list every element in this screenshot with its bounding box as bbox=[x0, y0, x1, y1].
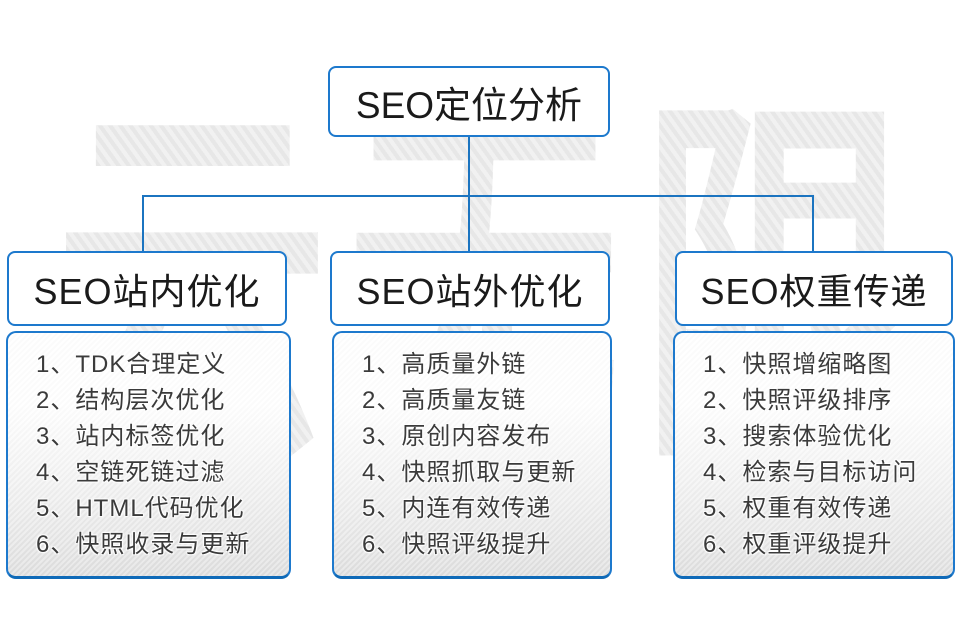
list-item: 1、TDK合理定义 bbox=[36, 351, 227, 378]
list-item: 5、内连有效传递 bbox=[362, 495, 552, 522]
list-item: 2、高质量友链 bbox=[362, 387, 527, 414]
connector-horizontal bbox=[142, 195, 814, 197]
list-item: 6、快照评级提升 bbox=[362, 531, 552, 558]
offsite-item-list: 1、高质量外链 2、高质量友链 3、原创内容发布 4、快照抓取与更新 5、内连有… bbox=[334, 333, 610, 563]
list-panel-onsite: 1、TDK合理定义 2、结构层次优化 3、站内标签优化 4、空链死链过滤 5、H… bbox=[6, 331, 291, 579]
column-header-offsite-label: SEO站外优化 bbox=[356, 270, 584, 312]
onsite-item-list: 1、TDK合理定义 2、结构层次优化 3、站内标签优化 4、空链死链过滤 5、H… bbox=[8, 333, 289, 563]
list-item: 6、快照收录与更新 bbox=[36, 531, 251, 558]
list-item: 1、快照增缩略图 bbox=[703, 351, 893, 378]
column-header-onsite-label: SEO站内优化 bbox=[33, 270, 261, 312]
list-item: 4、检索与目标访问 bbox=[703, 459, 918, 486]
list-panel-offsite: 1、高质量外链 2、高质量友链 3、原创内容发布 4、快照抓取与更新 5、内连有… bbox=[332, 331, 612, 579]
column-header-onsite: SEO站内优化 bbox=[7, 251, 287, 326]
connector-right-drop bbox=[812, 196, 814, 252]
node-seo-positioning: SEO定位分析 bbox=[328, 66, 610, 137]
list-item: 6、权重评级提升 bbox=[703, 531, 893, 558]
list-item: 4、空链死链过滤 bbox=[36, 459, 226, 486]
column-header-offsite: SEO站外优化 bbox=[330, 251, 610, 326]
column-header-weight-label: SEO权重传递 bbox=[700, 270, 928, 312]
list-item: 3、站内标签优化 bbox=[36, 423, 226, 450]
list-item: 3、搜索体验优化 bbox=[703, 423, 893, 450]
connector-middle-drop bbox=[468, 196, 470, 252]
list-item: 3、原创内容发布 bbox=[362, 423, 552, 450]
connector-left-drop bbox=[142, 196, 144, 252]
list-item: 5、HTML代码优化 bbox=[36, 495, 245, 522]
connector-root-vertical bbox=[468, 137, 470, 196]
list-item: 5、权重有效传递 bbox=[703, 495, 893, 522]
list-item: 2、结构层次优化 bbox=[36, 387, 226, 414]
list-item: 2、快照评级排序 bbox=[703, 387, 893, 414]
weight-item-list: 1、快照增缩略图 2、快照评级排序 3、搜索体验优化 4、检索与目标访问 5、权… bbox=[675, 333, 953, 563]
list-panel-weight: 1、快照增缩略图 2、快照评级排序 3、搜索体验优化 4、检索与目标访问 5、权… bbox=[673, 331, 955, 579]
list-item: 4、快照抓取与更新 bbox=[362, 459, 577, 486]
column-header-weight: SEO权重传递 bbox=[675, 251, 953, 326]
node-seo-positioning-label: SEO定位分析 bbox=[355, 84, 583, 126]
list-item: 1、高质量外链 bbox=[362, 351, 527, 378]
